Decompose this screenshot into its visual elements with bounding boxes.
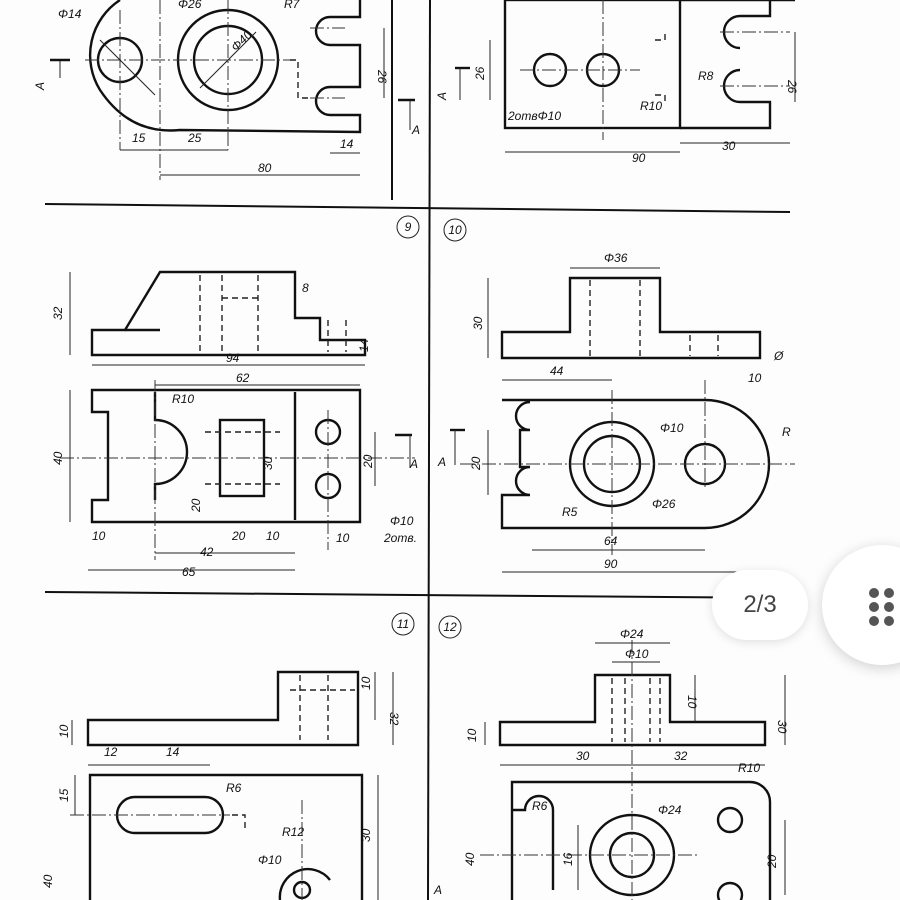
dimension-label: Φ26 [652, 497, 676, 511]
dimension-label: 20 [765, 854, 779, 869]
dimension-label: 10 [266, 529, 280, 543]
dimension-label: R6 [226, 781, 242, 795]
dimension-label: 65 [182, 565, 196, 579]
dimension-label: Φ10 [625, 647, 649, 661]
dimension-label: 32 [51, 306, 65, 320]
dimension-label: 26 [473, 66, 487, 81]
dimension-label: R6 [532, 799, 548, 813]
drawing-panel-top-right: 26 2отвΦ10 R10 R8 26 90 30 A [435, 0, 799, 165]
dimension-label: Φ14 [58, 7, 82, 21]
dimension-label: A [411, 123, 420, 137]
dimension-label: Φ10 [258, 853, 282, 867]
dimension-label: Ø [773, 349, 784, 363]
dimension-label: A [33, 82, 47, 91]
dimension-label: 40 [463, 852, 477, 866]
dimension-label: 2отв. [383, 531, 417, 545]
dimension-label: 32 [674, 749, 688, 763]
dimension-label: 30 [359, 828, 373, 842]
dimension-label: 12 [104, 745, 118, 759]
panel-number-circle [443, 218, 467, 242]
dimension-label: 80 [258, 161, 272, 175]
dimension-label: 44 [550, 364, 564, 378]
dimension-label: 14 [357, 338, 371, 352]
grid-dots-icon [869, 588, 895, 626]
dimension-label: 30 [261, 456, 275, 470]
dimension-label: Φ10 [660, 421, 684, 435]
dimension-label: Φ26 [178, 0, 202, 11]
dimension-label: Φ36 [604, 251, 628, 265]
dimension-label: 40 [41, 874, 55, 888]
dimension-label: Φ10 [390, 514, 414, 528]
dimension-label: A [433, 883, 442, 897]
dimension-label: Φ24 [620, 627, 644, 641]
dimension-label: 64 [604, 534, 618, 548]
dimension-label: R5 [562, 505, 578, 519]
dimension-label: Φ40 [228, 27, 255, 54]
dimension-label: 25 [187, 131, 202, 145]
dimension-label: 90 [604, 557, 618, 571]
panel-number: 11 [397, 617, 409, 631]
dimension-label: 20 [469, 456, 483, 471]
dimension-label: 30 [722, 139, 736, 153]
dimension-label: R7 [284, 0, 301, 11]
dimension-label: A [409, 457, 418, 471]
dimension-label: 30 [775, 720, 789, 734]
dimension-label: 10 [465, 728, 479, 742]
dimension-label: 32 [387, 712, 401, 726]
panel-number-circle [391, 612, 415, 636]
dimension-label: 14 [340, 137, 354, 151]
panel-number-badges: 9 10 11 12 [391, 215, 467, 639]
dimension-label: 16 [561, 852, 575, 866]
dimension-label: 26 [375, 69, 389, 84]
dimension-label: A [435, 92, 449, 101]
panel-dividers [44, 0, 791, 900]
dimension-label: A [437, 455, 446, 469]
dimension-label: 20 [231, 529, 246, 543]
dimension-label: R10 [640, 99, 662, 113]
dimension-label: R8 [698, 69, 714, 83]
dimension-label: 42 [200, 545, 214, 559]
dimension-label: 30 [576, 749, 590, 763]
dimension-label: 2отвΦ10 [507, 109, 561, 123]
dimension-label: 10 [685, 695, 699, 709]
page-indicator: 2/3 [712, 570, 808, 640]
dimension-label: 10 [748, 371, 762, 385]
dimension-label: 10 [92, 529, 106, 543]
dimension-label: R10 [172, 392, 194, 406]
dimension-label: 94 [226, 351, 240, 365]
dimension-label: 10 [57, 724, 71, 738]
dimension-label: 90 [632, 151, 646, 165]
dimension-label: 10 [336, 531, 350, 545]
panel-number-circle [438, 615, 462, 639]
panel-number: 12 [443, 620, 457, 634]
dimension-label: 62 [236, 371, 250, 385]
dimension-label: 8 [302, 281, 309, 295]
dimension-label: 30 [471, 316, 485, 330]
dimension-label: Φ24 [658, 803, 682, 817]
dimension-label: R12 [282, 825, 304, 839]
dimension-label: R [782, 425, 791, 439]
dimension-label: 20 [189, 498, 203, 513]
panel-number: 9 [405, 220, 412, 234]
dimension-label: R10 [738, 761, 760, 775]
dimension-label: 40 [51, 451, 65, 465]
panel-number-circle [396, 215, 420, 239]
dimension-label: 10 [359, 676, 373, 690]
dimension-label: 15 [132, 131, 146, 145]
dimension-label: 14 [166, 745, 180, 759]
page-indicator-text: 2/3 [743, 591, 777, 618]
dimension-label: 20 [361, 454, 375, 469]
dimension-label: 26 [785, 79, 799, 94]
panel-number: 10 [448, 223, 462, 237]
dimension-label: 15 [57, 788, 71, 802]
